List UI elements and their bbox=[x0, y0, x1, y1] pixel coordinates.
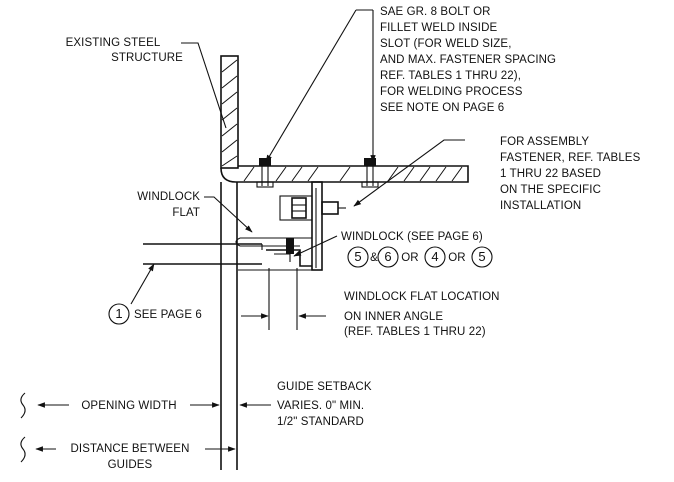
guide-setback-label: GUIDE SETBACK VARIES. 0" MIN. 1/2" STAND… bbox=[277, 381, 372, 428]
assembly-line-2: FASTENER, REF. TABLES bbox=[500, 152, 641, 164]
assembly-line-4: ON THE SPECIFIC bbox=[500, 184, 601, 196]
option-circle-1 bbox=[347, 246, 369, 268]
option-number-1: 5 bbox=[354, 249, 361, 264]
inner-angle bbox=[235, 237, 313, 271]
option-circle-2 bbox=[377, 246, 399, 268]
option-circle-3 bbox=[424, 246, 446, 268]
guide-setback-line-1: GUIDE SETBACK bbox=[277, 381, 372, 393]
sae-line-4: AND MAX. FASTENER SPACING bbox=[380, 54, 556, 66]
sae-line-3: SLOT (FOR WELD SIZE, bbox=[380, 38, 512, 50]
windlock-flat-label: WINDLOCK FLAT bbox=[137, 191, 200, 219]
distance-between-line-2: GUIDES bbox=[108, 459, 153, 471]
bolt-right bbox=[361, 158, 379, 188]
existing-steel-line-1: EXISTING STEEL bbox=[66, 37, 161, 49]
see-page-circle bbox=[108, 303, 130, 325]
assembly-fastener-label: FOR ASSEMBLY FASTENER, REF. TABLES 1 THR… bbox=[500, 136, 641, 212]
guide-setback-line-2: VARIES. 0" MIN. bbox=[277, 400, 364, 412]
see-page-text: SEE PAGE 6 bbox=[134, 309, 202, 321]
sae-line-2: FILLET WELD INSIDE bbox=[380, 22, 497, 34]
existing-steel-line-2: STRUCTURE bbox=[111, 52, 183, 64]
guide-tee bbox=[279, 181, 346, 271]
option-number-2: 6 bbox=[384, 249, 391, 264]
option-number-3: 4 bbox=[431, 249, 438, 264]
existing-steel-label: EXISTING STEEL STRUCTURE bbox=[66, 37, 183, 64]
sae-line-5: REF. TABLES 1 THRU 22), bbox=[380, 70, 521, 82]
windlock-location-line-1: WINDLOCK FLAT LOCATION bbox=[344, 291, 500, 303]
option-connector-3: OR bbox=[448, 252, 465, 264]
windlock-flat-line-2: FLAT bbox=[172, 207, 200, 219]
sae-bolt-label: SAE GR. 8 BOLT OR FILLET WELD INSIDE SLO… bbox=[380, 6, 556, 114]
curtain-slat bbox=[143, 243, 263, 265]
distance-between-label: DISTANCE BETWEEN GUIDES bbox=[71, 443, 190, 471]
option-connector-1: & bbox=[370, 252, 378, 264]
sae-line-6: FOR WELDING PROCESS bbox=[380, 86, 523, 98]
sae-line-7: SEE NOTE ON PAGE 6 bbox=[380, 102, 504, 114]
windlock-flat-line-1: WINDLOCK bbox=[137, 191, 200, 203]
assembly-line-5: INSTALLATION bbox=[500, 200, 581, 212]
option-connector-2: OR bbox=[401, 252, 418, 264]
windlock-location-line-3: (REF. TABLES 1 THRU 22) bbox=[344, 326, 486, 338]
circled-options: 5 & 6 OR 4 OR 5 bbox=[347, 246, 493, 268]
guide-setback-line-3: 1/2" STANDARD bbox=[277, 416, 364, 428]
sae-line-1: SAE GR. 8 BOLT OR bbox=[380, 6, 491, 18]
windlock-see-page-label: WINDLOCK (SEE PAGE 6) bbox=[341, 231, 483, 243]
distance-between-line-1: DISTANCE BETWEEN bbox=[71, 443, 190, 455]
leaders bbox=[20, 9, 465, 463]
assembly-line-3: 1 THRU 22 BASED bbox=[500, 168, 601, 180]
windlock-location-label: WINDLOCK FLAT LOCATION ON INNER ANGLE (R… bbox=[344, 291, 500, 338]
option-number-4: 5 bbox=[478, 249, 485, 264]
see-page-number: 1 bbox=[115, 306, 122, 321]
assembly-line-1: FOR ASSEMBLY bbox=[500, 136, 589, 148]
option-circle-4 bbox=[471, 246, 493, 268]
windlock-location-line-2: ON INNER ANGLE bbox=[344, 311, 443, 323]
guide-lines bbox=[220, 182, 298, 470]
existing-steel-angle bbox=[220, 55, 469, 183]
bolt-left bbox=[256, 158, 274, 188]
see-page-callout: 1 SEE PAGE 6 bbox=[108, 303, 202, 325]
opening-width-label: OPENING WIDTH bbox=[81, 400, 176, 412]
